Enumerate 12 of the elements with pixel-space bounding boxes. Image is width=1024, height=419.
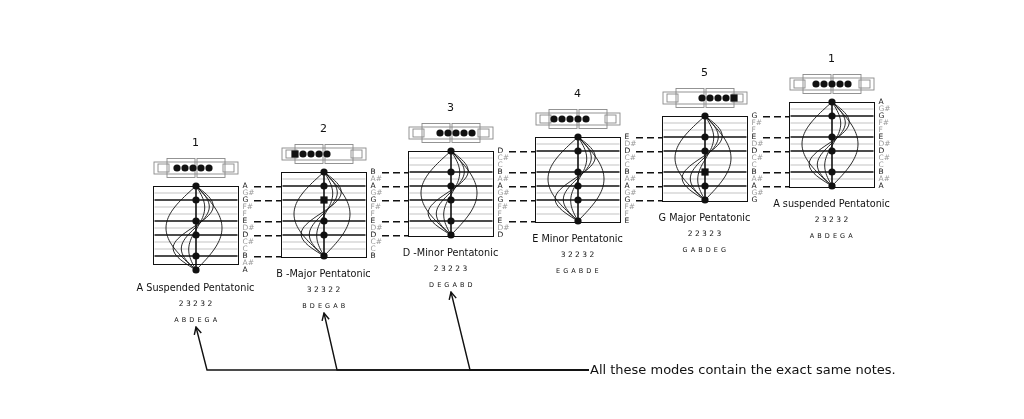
mode-number: 1: [828, 52, 835, 65]
scale-name: D -Minor Pentatonic: [402, 247, 499, 259]
scale-name: A suspended Pentatonic: [773, 198, 890, 210]
scale-name: E Minor Pentatonic: [532, 233, 623, 245]
scale-name: G Major Pentatonic: [658, 212, 751, 224]
mode-number: 4: [574, 87, 581, 100]
mode-number: 2: [320, 122, 327, 135]
mode-number: 1: [192, 136, 199, 149]
mode-number: 5: [701, 66, 708, 79]
scale-name: A Suspended Pentatonic: [136, 282, 255, 294]
mode-number: 3: [447, 101, 454, 114]
scale-name: B -Major Pentatonic: [276, 268, 371, 280]
